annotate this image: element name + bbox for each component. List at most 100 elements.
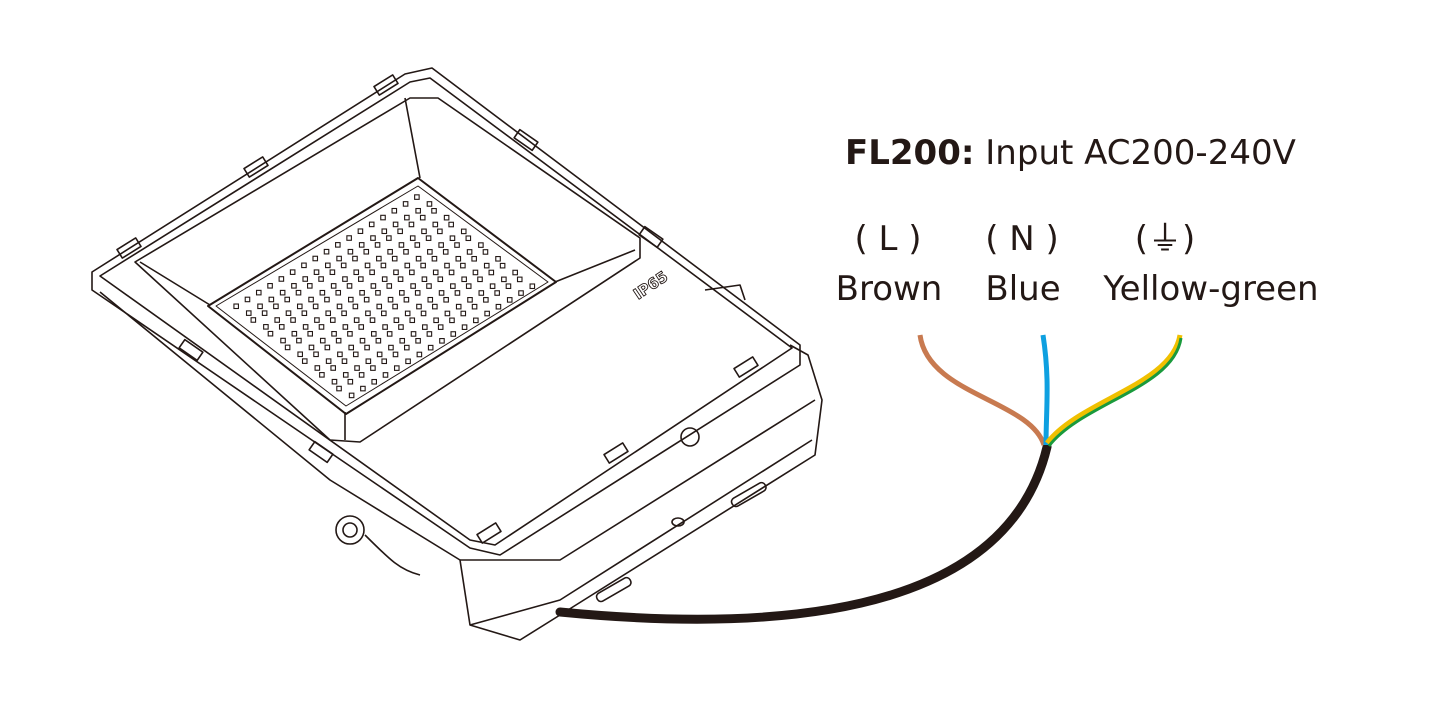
led-chip: [341, 358, 348, 364]
led-chip: [393, 317, 400, 324]
led-chip: [291, 283, 297, 289]
led-chip: [330, 283, 337, 289]
led-chip: [352, 255, 358, 262]
led-chip: [421, 276, 428, 283]
led-chip: [301, 310, 308, 317]
led-chip: [420, 262, 426, 269]
led-chip: [495, 303, 502, 310]
led-chip: [325, 358, 332, 364]
led-chip: [461, 324, 468, 330]
frame-clips: [116, 74, 759, 544]
led-chip: [477, 276, 483, 283]
led-chip: [371, 378, 377, 385]
led-chip: [438, 290, 445, 296]
led-chip: [324, 296, 330, 303]
led-chip: [289, 269, 296, 275]
led-chip: [233, 303, 239, 310]
led-chip: [329, 269, 336, 276]
led-chip: [405, 358, 411, 365]
led-chip: [427, 249, 433, 255]
led-chip: [376, 255, 382, 262]
led-chip: [495, 256, 501, 262]
led-chip: [358, 324, 365, 330]
led-chip: [432, 303, 438, 310]
led-chip: [455, 255, 462, 262]
led-chip: [391, 255, 398, 262]
led-chip: [381, 276, 388, 282]
led-chip: [427, 296, 434, 303]
led-chip: [375, 337, 382, 344]
led-chip: [358, 242, 365, 248]
wire-brown: [917, 334, 1047, 446]
led-chip: [267, 282, 273, 289]
led-chip: [420, 310, 427, 317]
led-chip: [437, 276, 444, 283]
led-chip: [392, 303, 398, 310]
led-chip: [419, 214, 426, 221]
led-chip: [285, 310, 292, 316]
led-chip: [494, 290, 500, 296]
input-voltage: Input AC200-240V: [985, 133, 1296, 173]
led-chip: [391, 207, 398, 214]
led-chip: [409, 317, 416, 324]
led-chip: [501, 276, 507, 283]
led-chip: [268, 296, 275, 303]
led-chip: [443, 296, 449, 303]
led-chip: [318, 324, 325, 330]
led-chip: [471, 255, 477, 262]
led-chip: [478, 290, 485, 296]
led-chip: [376, 351, 383, 358]
led-chip: [386, 235, 392, 241]
led-chip: [347, 331, 353, 337]
led-chip: [437, 324, 444, 330]
led-chip: [365, 358, 372, 365]
led-chip: [448, 221, 454, 228]
led-chip: [314, 317, 320, 323]
led-chip: [387, 248, 393, 255]
led-chip: [336, 255, 342, 262]
led-chip: [314, 365, 321, 371]
led-chip: [324, 344, 331, 351]
led-chip: [421, 228, 427, 235]
led-chip: [482, 249, 489, 255]
led-chip: [257, 303, 263, 310]
led-chip: [342, 276, 348, 282]
outer-frame: [91, 67, 801, 556]
led-chip: [278, 276, 285, 282]
led-chip: [404, 214, 410, 221]
led-chip: [410, 283, 416, 289]
model-name: FL200:: [845, 133, 975, 173]
led-chip: [432, 221, 439, 228]
led-chip: [354, 365, 360, 371]
led-chip: [448, 269, 455, 276]
led-chip: [318, 276, 324, 282]
led-chip: [398, 324, 404, 330]
led-chip: [375, 290, 381, 296]
led-chip: [409, 269, 415, 276]
led-chip: [363, 248, 370, 255]
led-chip: [422, 324, 428, 330]
led-chip: [347, 378, 354, 385]
led-chip: [363, 296, 370, 303]
led-chip: [414, 194, 420, 200]
led-chip: [365, 310, 371, 317]
led-chip: [439, 338, 445, 344]
led-chip: [273, 303, 279, 310]
led-chip: [408, 221, 415, 228]
led-chip: [296, 337, 302, 344]
led-chip: [358, 276, 364, 282]
led-chip: [380, 214, 386, 221]
led-chip: [449, 317, 455, 324]
led-chip: [489, 283, 496, 289]
led-chip: [274, 317, 280, 323]
led-chip: [488, 269, 495, 276]
led-chip: [244, 296, 251, 303]
symbol-neutral: ( N ): [985, 219, 1059, 259]
led-chip: [506, 297, 513, 303]
led-chip: [336, 385, 342, 392]
cable-gland-left: [335, 515, 365, 545]
led-chip: [335, 337, 342, 344]
led-chip: [335, 242, 341, 248]
symbol-live: ( L ): [854, 219, 922, 259]
